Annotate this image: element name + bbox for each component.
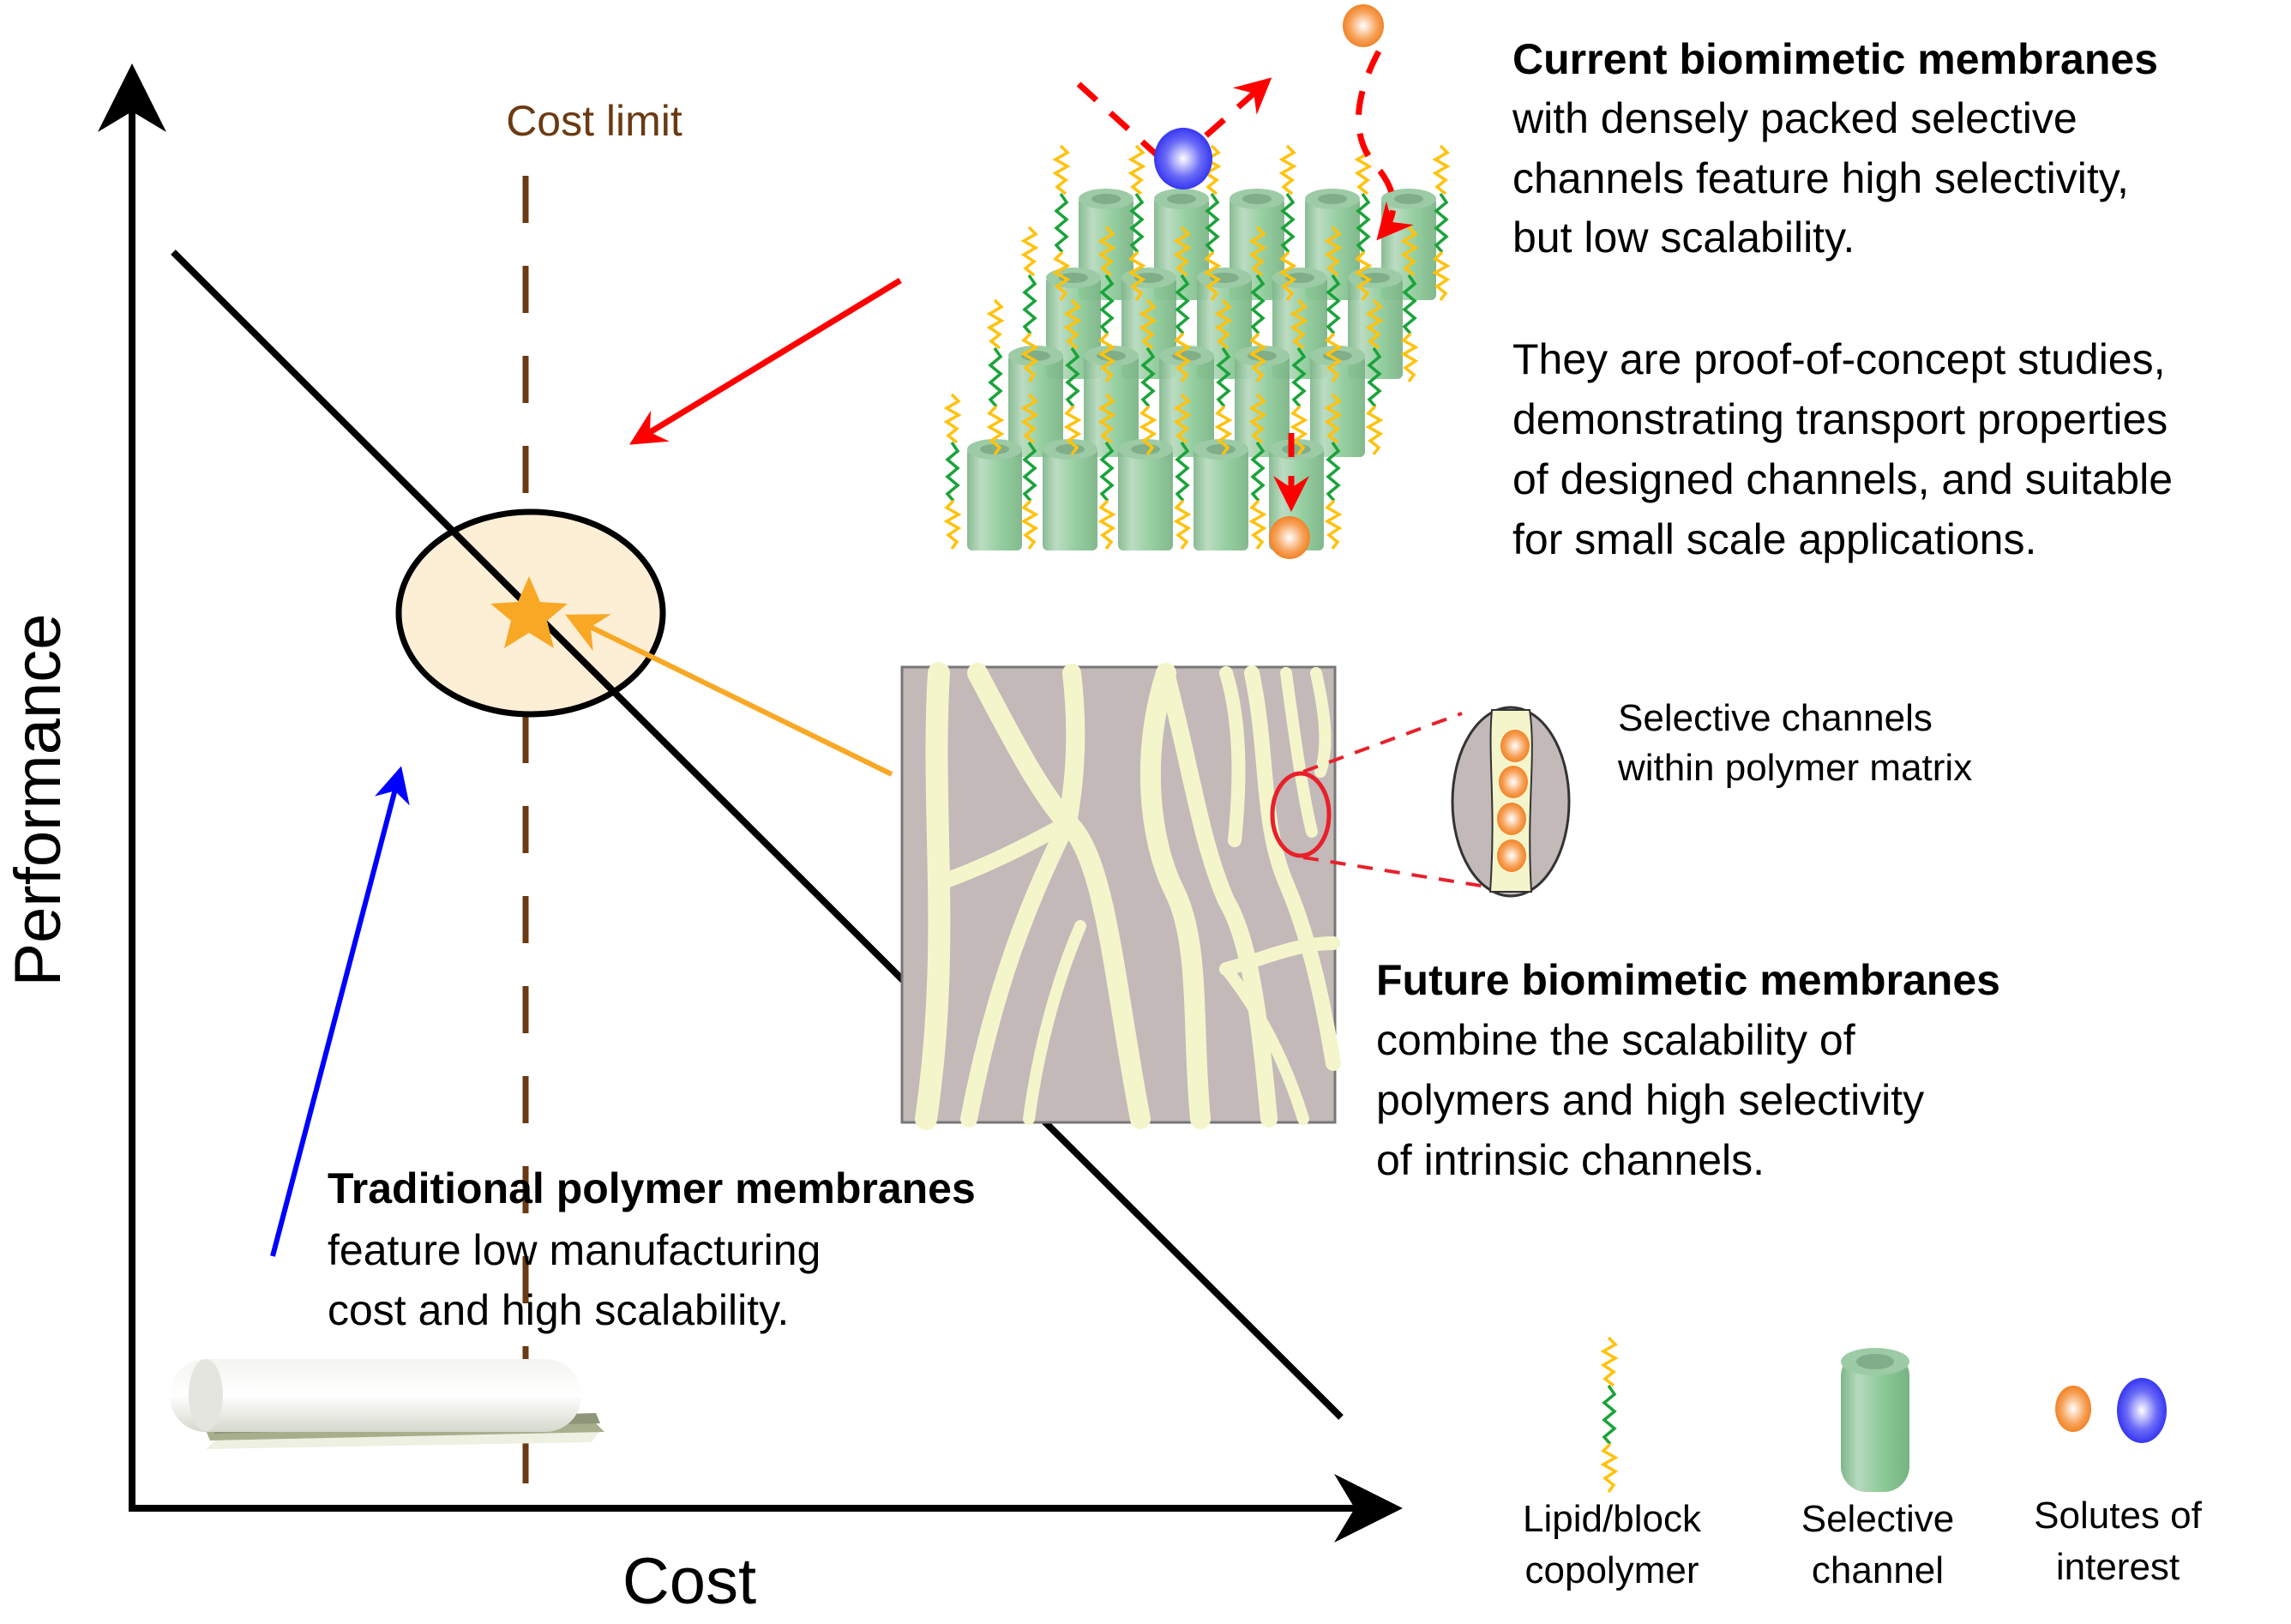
current-membranes-line: of designed channels, and suitable [1512,455,2173,503]
polymer-sheet-roll-icon [170,1359,604,1449]
blue-solute-icon [1154,128,1212,189]
orange-solute-icon [1269,516,1310,559]
traditional-membranes-line: feature low manufacturing [328,1226,821,1274]
inset-label: within polymer matrix [1617,747,1972,789]
future-membranes-arrow [565,614,893,777]
current-membranes-line: but low scalability. [1512,214,1855,262]
polymer-matrix-illustration [900,662,1493,1130]
current-membranes-line: with densely packed selective [1512,94,2078,142]
legend-item-channel: Selective channel [1801,1348,1955,1591]
orange-solute-icon [1343,4,1384,47]
current-membranes-line: They are proof-of-concept studies, [1512,335,2166,383]
legend-label: Solutes of [2034,1495,2202,1537]
traditional-membranes-description: Traditional polymer membranes feature lo… [328,1164,976,1334]
current-membranes-line: channels feature high selectivity, [1512,154,2129,202]
traditional-membranes-title: Traditional polymer membranes [328,1164,976,1212]
dense-channel-membrane-illustration [945,4,1449,559]
legend-label: Lipid/block [1523,1498,1702,1540]
current-membranes-arrow [629,278,902,445]
magnified-region-marker[interactable] [1270,771,1332,858]
traditional-membranes-arrow [270,766,410,1257]
inset-label: Selective channels [1618,697,1933,739]
cost-limit-label: Cost limit [506,97,682,145]
legend-label: Selective [1801,1498,1955,1540]
legend-label: channel [1812,1549,1944,1591]
target-star-icon [490,576,568,648]
legend-item-solutes: Solutes of interest [2034,1378,2203,1588]
lipid-chain-icon [1602,1336,1617,1494]
zoom-guide-line [1302,712,1463,773]
legend-label: copolymer [1525,1549,1699,1591]
current-membranes-line: demonstrating transport properties [1512,395,2168,443]
future-membranes-title: Future biomimetic membranes [1376,956,2000,1004]
current-membranes-description: Current biomimetic membranes with densel… [1512,35,2173,563]
future-membranes-line: polymers and high selectivity [1376,1076,1924,1124]
future-membranes-line: combine the scalability of [1376,1016,1855,1064]
traditional-membranes-line: cost and high scalability. [328,1286,789,1334]
legend-item-lipid: Lipid/block copolymer [1523,1336,1702,1591]
blue-solute-icon [2117,1378,2167,1443]
magnified-channel-inset [1451,706,1571,898]
legend: Lipid/block copolymer Selective channel … [1523,1336,2203,1591]
future-membranes-description: Future biomimetic membranes combine the … [1376,956,2000,1184]
tradeoff-line [171,250,1344,1420]
legend-label: interest [2056,1546,2180,1588]
permeating-solute-path [1356,50,1414,241]
x-axis-label: Cost [622,1545,756,1618]
current-membranes-line: for small scale applications. [1512,515,2036,563]
y-axis-label: Performance [2,613,75,986]
selective-channel-icon [1841,1348,1909,1492]
future-membranes-line: of intrinsic channels. [1376,1136,1765,1184]
current-membranes-title: Current biomimetic membranes [1512,35,2158,83]
orange-solute-icon [2055,1386,2091,1432]
zoom-guide-line [1302,856,1493,889]
